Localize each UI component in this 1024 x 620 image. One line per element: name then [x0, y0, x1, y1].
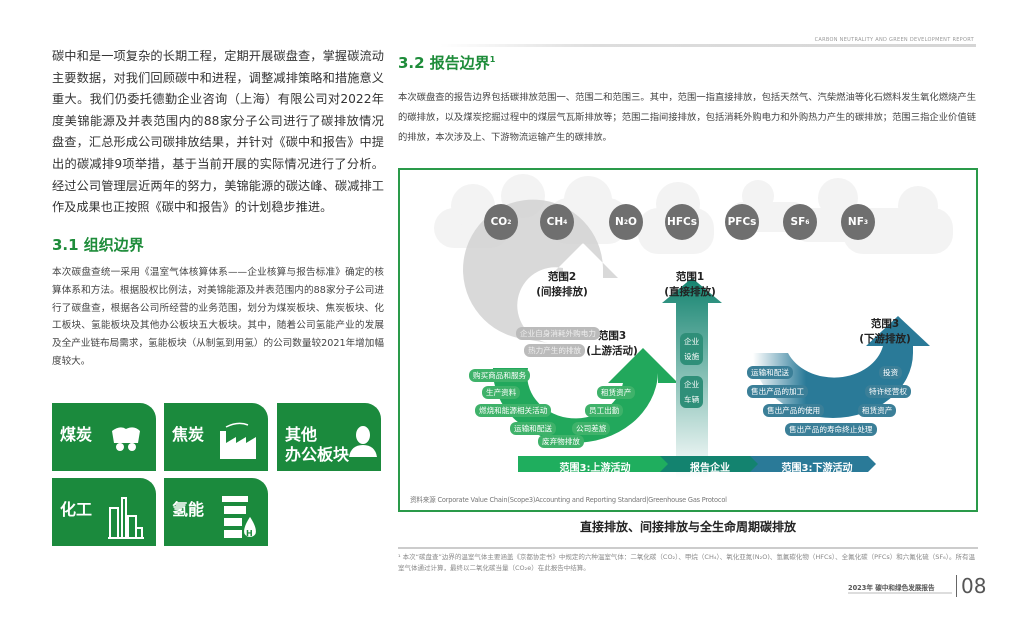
header-rule [440, 44, 976, 47]
scope3-down-item: 运输和配送 [747, 366, 793, 379]
scope-sub: (下游排放) [859, 333, 911, 345]
scope3-down-item: 特许经营权 [865, 385, 911, 398]
scope3-up-label: 范围3 (上游活动) [582, 329, 642, 359]
scope-title: 范围3 [870, 318, 900, 330]
scope3-up-item: 燃烧和能源相关活动 [475, 404, 552, 417]
hydrogen-tank-icon: H [222, 496, 257, 538]
scope2-item: 热力产生的排放 [524, 344, 586, 357]
scope-sub: (间接排放) [536, 286, 588, 298]
footnote: ¹ 本次“碳盘查”边界的温室气体主要涵盖《京都协定书》中规定的六种温室气体：二氧… [398, 553, 975, 572]
report-name: CARBON NEUTRALITY AND GREEN DEVELOPMENT … [814, 37, 974, 43]
scope3-down-item: 售出产品的寿命终止处理 [785, 423, 877, 436]
footnote-ref: 1 [489, 55, 496, 64]
scope-diagram [398, 168, 978, 512]
svg-text:H: H [246, 529, 253, 538]
footnote-rule [398, 547, 978, 549]
scope3-down-item: 投资 [879, 366, 903, 379]
block-chemical: 化工 [52, 478, 156, 546]
scope-sub: (直接排放) [664, 286, 716, 298]
scope3-up-item: 购买商品和服务 [469, 369, 531, 382]
scope3-down-item: 租赁资产 [858, 404, 897, 417]
section-3-2-title: 3.2 报告边界1 [398, 52, 495, 73]
block-label: 焦炭 [172, 425, 205, 444]
scope2-label: 范围2 (间接排放) [532, 270, 592, 300]
section-3-1-title: 3.1 组织边界 [52, 236, 144, 254]
scope3-upstream-arrow [492, 348, 678, 443]
scope3-up-item: 废弃物排放 [538, 435, 584, 448]
block-coke: 焦炭 [164, 403, 268, 471]
title-text: 3.2 报告边界 [398, 54, 490, 72]
scope-title: 范围1 [675, 271, 705, 283]
source-note: 资料来源 Corporate Value Chain(Scope3)Accoun… [410, 496, 727, 504]
bar-reporting-company: 报告企业 [690, 462, 730, 474]
footer-rule [848, 592, 952, 594]
scope3-up-item: 公司差旅 [572, 422, 611, 435]
gas-hfcs: HFCs [665, 204, 699, 240]
scope2-item: 企业自身消耗外购电力 [516, 327, 600, 340]
bottom-bar [518, 456, 876, 472]
section-3-2-body: 本次碳盘查的报告边界包括碳排放范围一、范围二和范围三。其中，范围一指直接排放，包… [398, 92, 976, 143]
section-3-1-body: 本次碳盘查统一采用《温室气体核算体系——企业核算与报告标准》确定的核算体系和方法… [52, 267, 384, 367]
scope3-down-item: 售出产品的使用 [763, 404, 825, 417]
scope1-item: 企业 车辆 [680, 376, 704, 408]
figure-caption: 直接排放、间接排放与全生命周期碳排放 [579, 520, 796, 534]
chemical-plant-icon [108, 497, 144, 539]
block-label: 煤炭 [60, 425, 93, 444]
scope-title: 范围2 [547, 271, 577, 283]
block-label: 化工 [60, 500, 93, 519]
person-icon [349, 426, 377, 457]
scope3-up-item: 运输和配送 [510, 422, 556, 435]
scope-title: 范围3 [597, 330, 627, 342]
scope3-up-item: 员工出勤 [585, 404, 624, 417]
gas-pfcs: PFCs [725, 204, 759, 240]
scope3-down-label: 范围3 (下游排放) [855, 317, 915, 347]
scope3-up-item: 租赁资产 [597, 386, 636, 399]
scope-sub: (上游活动) [586, 345, 638, 357]
block-label: 其他 办公板块 [285, 425, 350, 464]
block-label: 氢能 [172, 500, 205, 519]
coal-cart-icon [112, 427, 140, 451]
bar-downstream: 范围3:下游活动 [781, 462, 853, 474]
scope1-label: 范围1 (直接排放) [660, 270, 720, 300]
scope3-up-item: 生产资料 [482, 386, 521, 399]
intro-paragraph: 碳中和是一项复杂的长期工程，定期开展碳盘查，掌握碳流动主要数据，对我们回顾碳中和… [52, 49, 384, 215]
page-number: 08 [956, 575, 986, 597]
block-hydrogen: 氢能 H [164, 478, 268, 546]
block-coal: 煤炭 [52, 403, 156, 471]
footer-report-name: 2023年 碳中和绿色发展报告 [848, 584, 935, 592]
bar-upstream: 范围3:上游活动 [559, 462, 631, 474]
scope1-item: 企业 设施 [680, 333, 704, 365]
factory-icon [220, 422, 256, 459]
block-office: 其他 办公板块 [277, 403, 381, 471]
scope3-down-item: 售出产品的加工 [747, 385, 809, 398]
